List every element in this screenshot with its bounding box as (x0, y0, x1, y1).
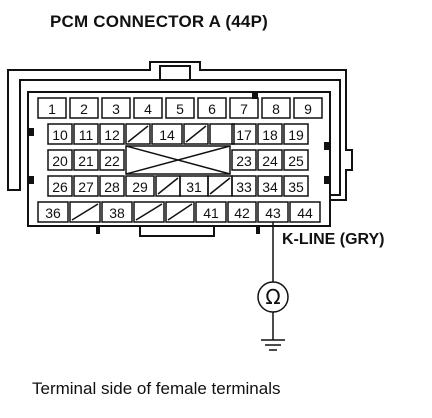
pin-25: 25 (288, 153, 304, 169)
pin-12: 12 (104, 127, 120, 143)
pin-41: 41 (203, 205, 219, 221)
pin-34: 34 (262, 179, 278, 195)
pin-21: 21 (78, 153, 94, 169)
pin-7: 7 (240, 101, 248, 117)
pin-29: 29 (132, 179, 148, 195)
pin-26: 26 (52, 179, 68, 195)
pin-19: 19 (288, 127, 304, 143)
pin-24: 24 (262, 153, 278, 169)
pin-20: 20 (52, 153, 68, 169)
connector-face (27, 91, 331, 227)
pin-1: 1 (48, 101, 56, 117)
pin-22: 22 (104, 153, 120, 169)
pin-17: 17 (236, 127, 252, 143)
pin-44: 44 (297, 205, 313, 221)
pin-2: 2 (80, 101, 88, 117)
pin-33: 33 (236, 179, 252, 195)
pin-27: 27 (78, 179, 94, 195)
ohm-symbol: Ω (265, 285, 280, 309)
pin-43: 43 (265, 205, 281, 221)
pin-38: 38 (109, 205, 125, 221)
pin-10: 10 (52, 127, 68, 143)
pin-5: 5 (176, 101, 184, 117)
caption: Terminal side of female terminals (32, 379, 281, 398)
pin-23: 23 (236, 153, 252, 169)
pin-11: 11 (79, 127, 94, 143)
pin-4: 4 (144, 101, 152, 117)
pin-3: 3 (112, 101, 120, 117)
pin-9: 9 (304, 101, 312, 117)
pin-35: 35 (288, 179, 304, 195)
connector-key (159, 65, 191, 81)
connector-latch (139, 226, 215, 237)
pin-6: 6 (208, 101, 216, 117)
pin-36: 36 (45, 205, 61, 221)
probe-label: K-LINE (GRY) (282, 231, 385, 248)
connector-housing (7, 61, 353, 201)
pin-18: 18 (262, 127, 278, 143)
pin-28: 28 (104, 179, 120, 195)
page-title: PCM CONNECTOR A (44P) (50, 12, 268, 31)
pin-42: 42 (234, 205, 250, 221)
pin-31: 31 (186, 179, 202, 195)
pin-8: 8 (272, 101, 280, 117)
pin-14: 14 (159, 127, 175, 143)
